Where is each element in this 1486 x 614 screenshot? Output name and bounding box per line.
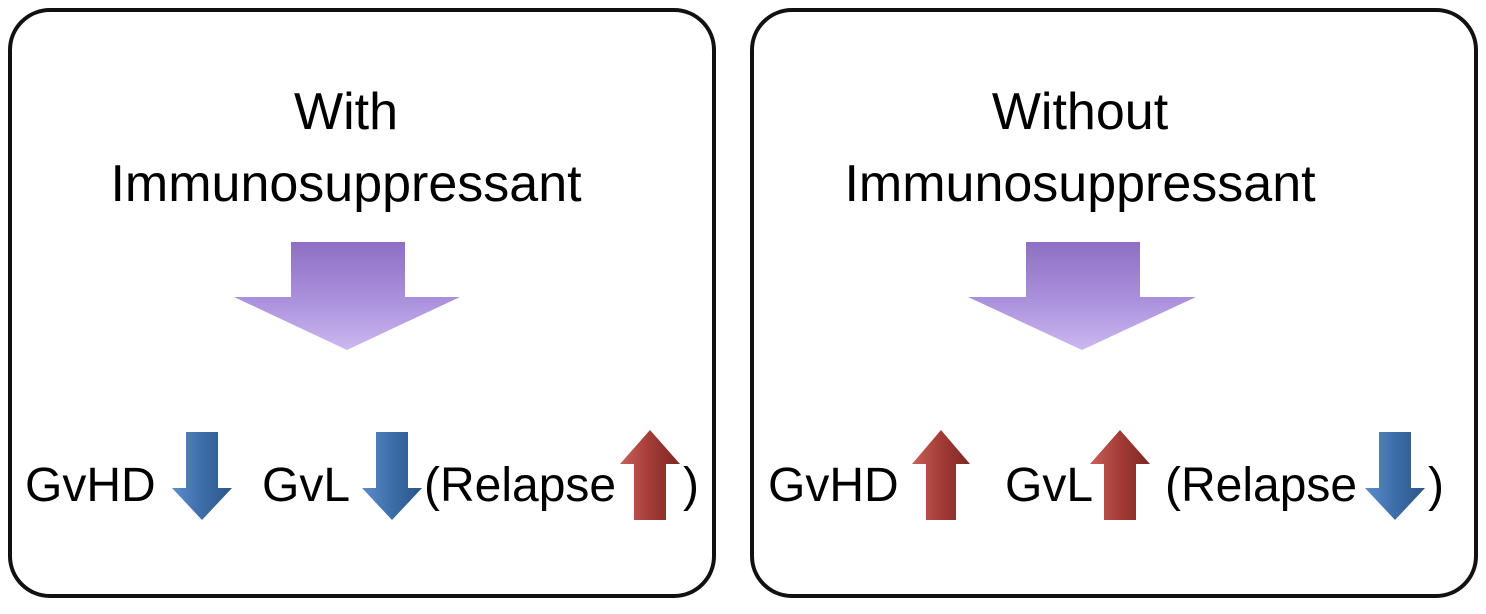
big-down-arrow-icon	[234, 242, 460, 350]
relapse-label: (Relapse	[424, 459, 617, 512]
gvl-label: GvL	[262, 459, 351, 512]
up-arrow-icon	[1090, 430, 1150, 520]
gvhd-label: GvHD	[25, 459, 156, 512]
panel-title-line1: Without	[991, 83, 1169, 141]
close-paren: )	[1428, 459, 1444, 512]
panel-title-line2: Immunosuppressant	[110, 155, 582, 213]
down-arrow-icon	[362, 432, 422, 520]
gvhd-label: GvHD	[768, 459, 899, 512]
up-arrow-icon	[912, 430, 970, 520]
relapse-label: (Relapse	[1165, 459, 1358, 512]
close-paren: )	[683, 459, 699, 512]
panel-title-line2: Immunosuppressant	[844, 155, 1316, 213]
panel-title-line1: With	[294, 83, 398, 141]
down-arrow-icon	[1365, 432, 1425, 520]
down-arrow-icon	[172, 432, 232, 520]
up-arrow-icon	[620, 430, 680, 520]
gvl-label: GvL	[1005, 459, 1094, 512]
big-down-arrow-icon	[968, 242, 1196, 350]
